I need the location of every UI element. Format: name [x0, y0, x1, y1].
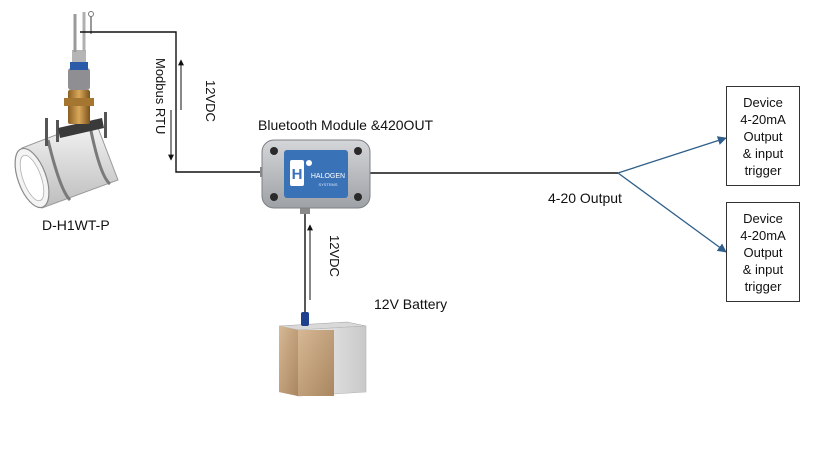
modbus-wire: [80, 31, 262, 173]
device-2-line-1: Device: [743, 210, 783, 226]
modbus-direction-arrows: [168, 59, 184, 161]
module-logo-brand: HALOGEN: [311, 173, 345, 180]
device-2-line-5: trigger: [744, 278, 782, 294]
battery-wire: [304, 212, 313, 320]
output-label: 4-20 Output: [548, 190, 622, 206]
power-battery-label: 12VDC: [327, 235, 342, 277]
modbus-label: Modbus RTU: [153, 58, 168, 135]
device-1-line-3: Output: [743, 128, 783, 144]
device-box-1: Device 4-20mA Output & input trigger: [726, 86, 800, 186]
device-1-line-1: Device: [743, 94, 783, 110]
sensor-image: [14, 11, 119, 209]
battery-label: 12V Battery: [374, 296, 448, 312]
battery-image: [278, 312, 367, 397]
device-1-line-2: 4-20mA: [740, 111, 786, 127]
device-1-line-5: trigger: [744, 162, 782, 178]
sensor-label: D-H1WT-P: [42, 217, 110, 233]
device-box-2: Device 4-20mA Output & input trigger: [726, 202, 800, 302]
device-2-line-4: & input: [742, 261, 784, 277]
device-1-line-4: & input: [742, 145, 784, 161]
bluetooth-module-image: H HALOGEN SYSTEMS: [260, 139, 371, 214]
module-label: Bluetooth Module &420OUT: [258, 117, 434, 133]
device-2-line-2: 4-20mA: [740, 227, 786, 243]
power-top-label: 12VDC: [203, 80, 218, 122]
module-logo-letter: H: [292, 166, 303, 183]
device-2-line-3: Output: [743, 244, 783, 260]
output-arrows: [617, 136, 727, 253]
module-logo-sub: SYSTEMS: [318, 182, 337, 187]
